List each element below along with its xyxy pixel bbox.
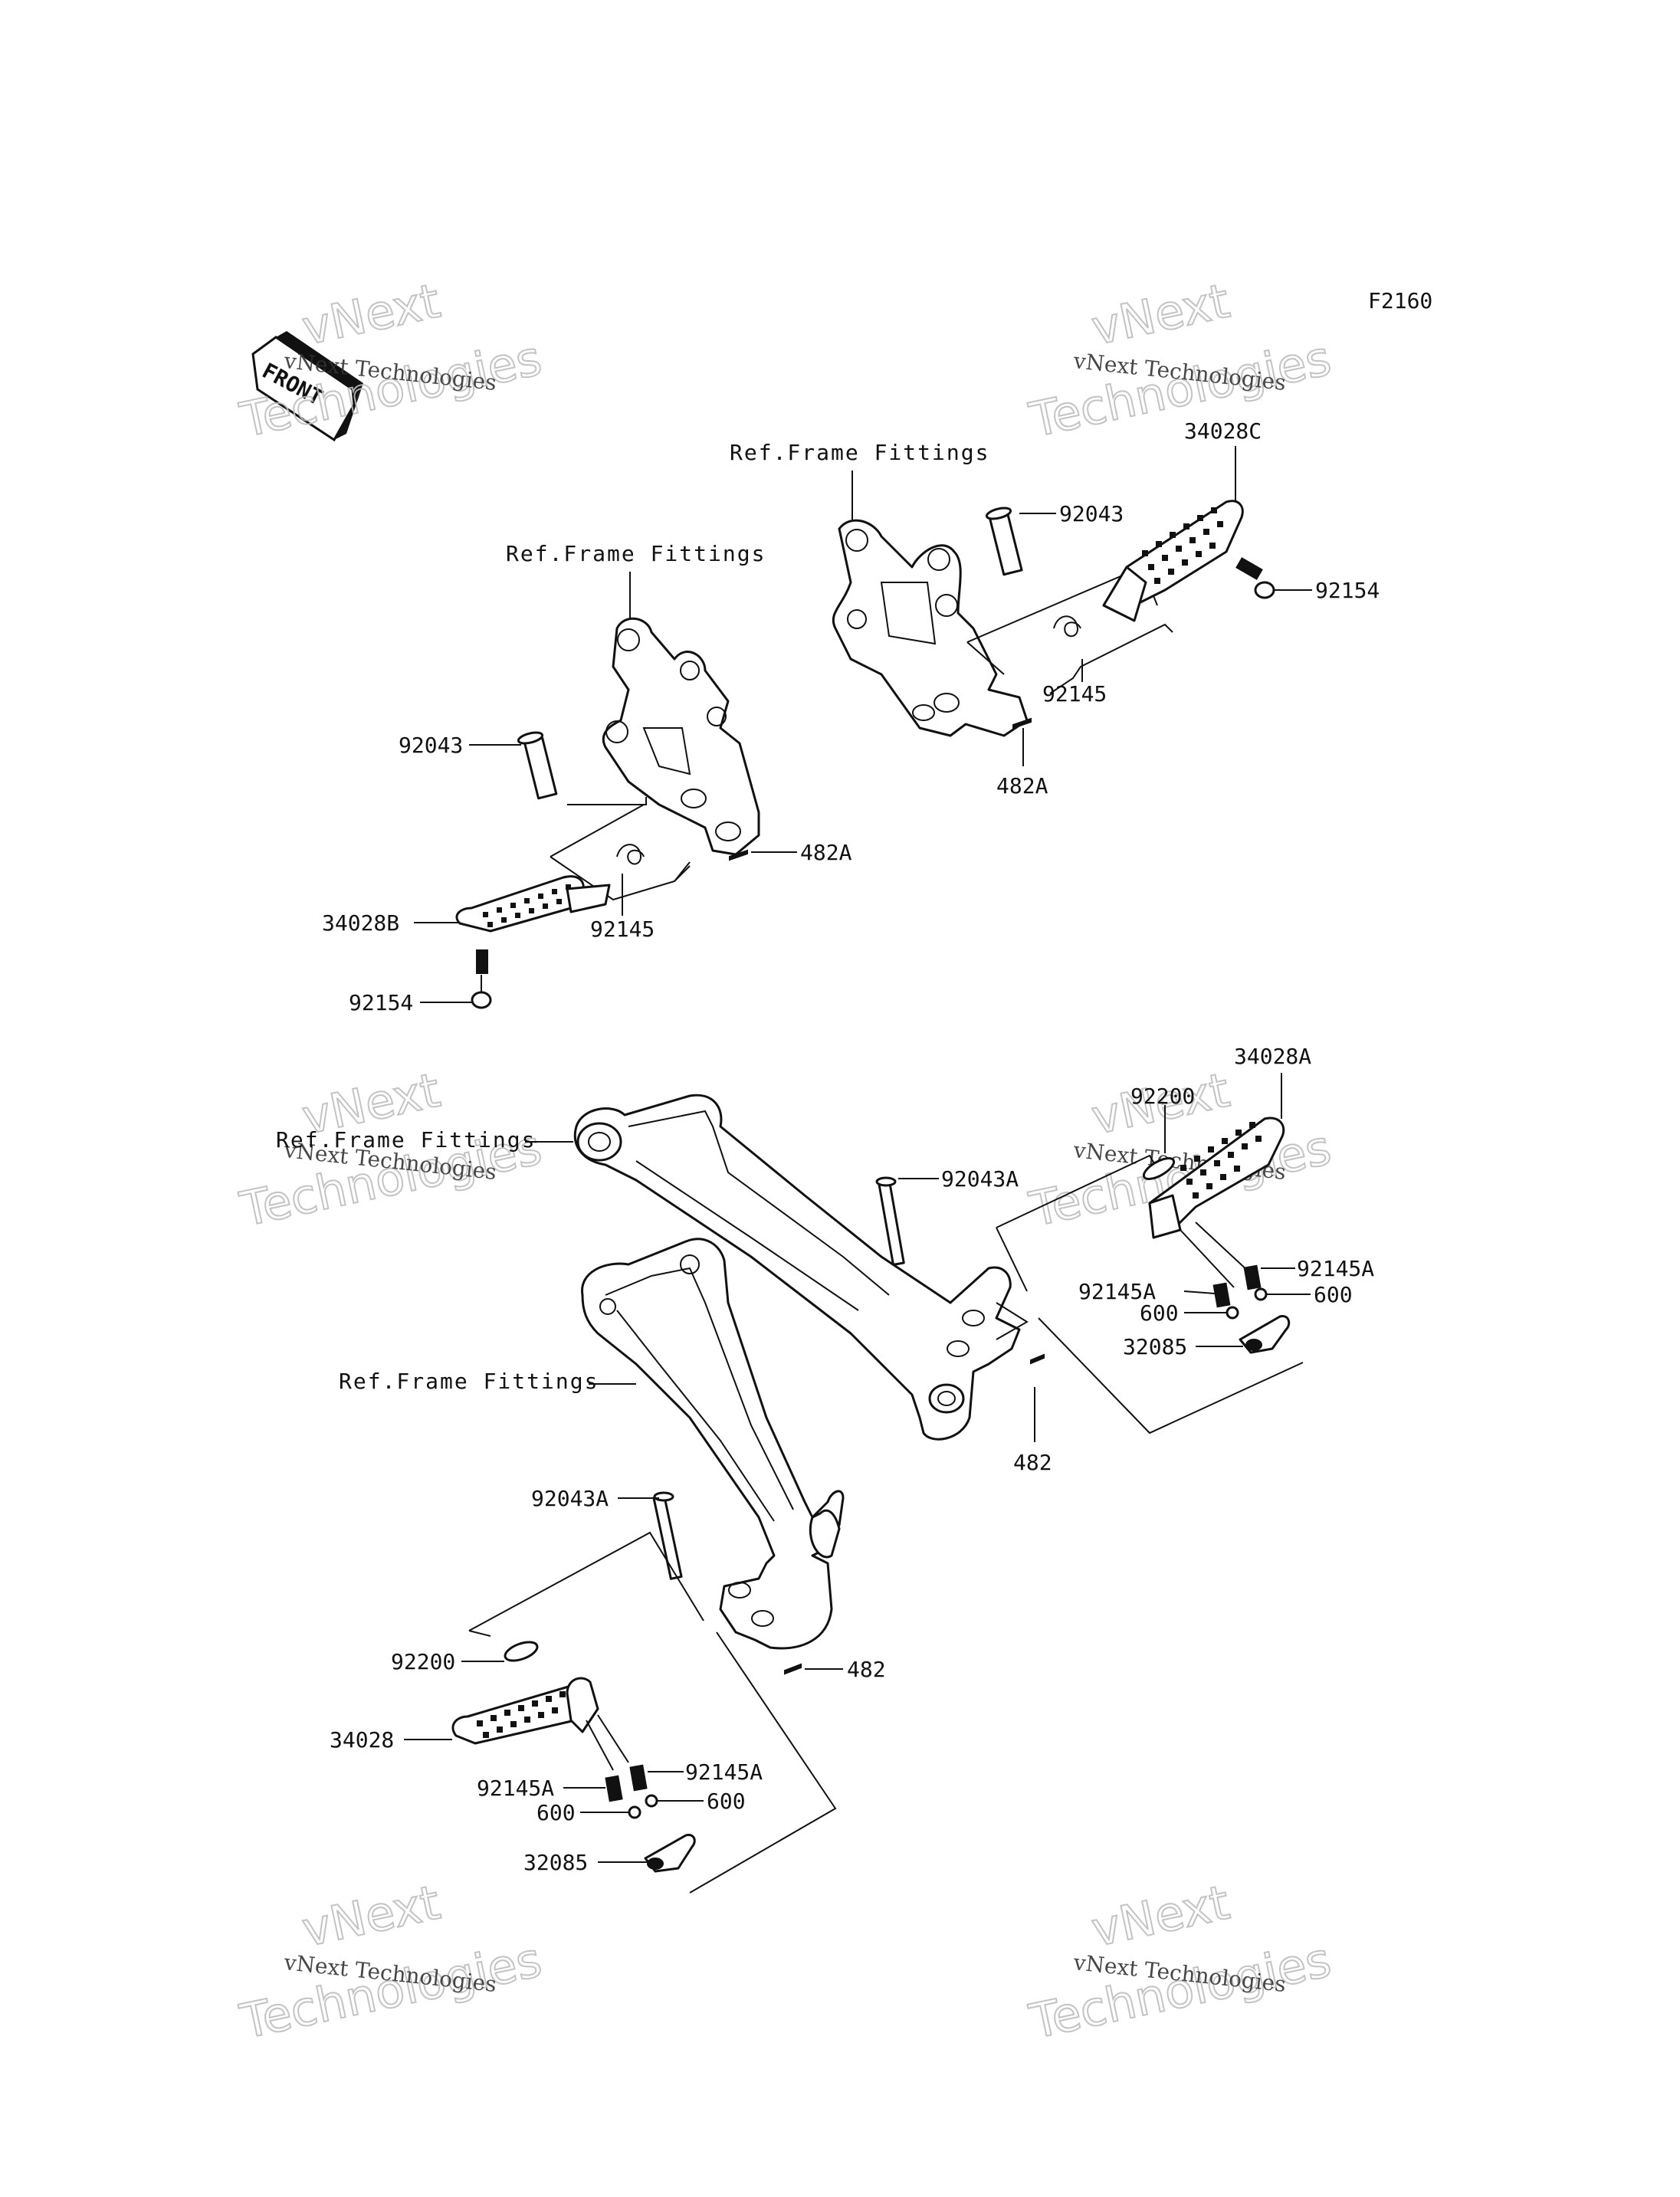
footpeg-bracket-top-right [832, 519, 1029, 737]
label-482A-top-right: 482A [996, 773, 1048, 798]
assembly-top-right: Ref.Frame Fittings 92043 [730, 418, 1380, 798]
spring-92145A-lower-2 [629, 1764, 648, 1792]
label-34028B: 34028B [322, 910, 399, 936]
label-92154-top-left: 92154 [349, 990, 413, 1015]
footpeg-34028C [1102, 500, 1244, 622]
assembly-lower: Ref.Frame Fittings 92043A 482 92200 [330, 1238, 886, 1894]
stopper-92154-top-left [471, 949, 492, 1009]
spring-92145A-middle-1 [1212, 1282, 1231, 1308]
ball-600-lower-1 [628, 1805, 641, 1819]
footpeg-bracket-top-left [602, 617, 760, 856]
label-600-lower-2: 600 [707, 1789, 746, 1814]
label-92154-top-right: 92154 [1315, 578, 1380, 603]
label-92145A-middle-1: 92145A [1078, 1279, 1156, 1304]
label-34028A: 34028A [1234, 1044, 1311, 1069]
pin-92043-top-left [517, 731, 558, 800]
watermark-bottom-right: vNext Technologies vNext Technologies [1024, 1874, 1337, 2051]
spring-92145-top-left [616, 844, 645, 865]
svg-text:vNext: vNext [297, 1874, 445, 1958]
stopper-92154-top-right [1235, 557, 1275, 599]
footpeg-34028B [455, 875, 611, 933]
watermark-bottom-left: vNext Technologies vNext Technologies [235, 1874, 547, 2051]
ref-frame-fittings-lower: Ref.Frame Fittings [339, 1369, 599, 1394]
svg-text:Technologies: Technologies [1025, 1931, 1336, 2049]
ball-600-middle-2 [1254, 1287, 1268, 1301]
ball-600-lower-2 [645, 1794, 658, 1808]
watermark-top-right: vNext Technologies vNext Technologies [1024, 272, 1337, 449]
svg-text:Technologies: Technologies [235, 1931, 546, 2049]
passenger-bracket-right [573, 1094, 1021, 1441]
label-32085-lower: 32085 [523, 1850, 588, 1875]
assembly-top-left: Ref.Frame Fittings 92043 92145 482A [322, 541, 852, 1015]
label-92145A-lower-2: 92145A [685, 1759, 763, 1785]
label-92043A-lower: 92043A [531, 1486, 609, 1511]
label-34028: 34028 [330, 1727, 394, 1753]
label-32085-middle: 32085 [1123, 1334, 1187, 1359]
label-34028C: 34028C [1184, 418, 1262, 444]
label-92043-top-left: 92043 [399, 733, 463, 758]
label-92145-top-left: 92145 [590, 917, 655, 942]
label-600-middle-1: 600 [1140, 1300, 1179, 1326]
footpeg-34028 [451, 1677, 629, 1771]
label-92145-top-right: 92145 [1042, 681, 1107, 707]
label-482-middle: 482 [1013, 1450, 1052, 1475]
pin-92043A-lower [652, 1491, 683, 1580]
ref-frame-fittings-middle: Ref.Frame Fittings [276, 1127, 536, 1153]
label-482A-top-left: 482A [800, 840, 852, 865]
spring-92145A-middle-2 [1243, 1264, 1262, 1290]
svg-text:vNext: vNext [297, 273, 445, 356]
spring-92145A-lower-1 [605, 1775, 623, 1802]
label-92200-middle: 92200 [1130, 1084, 1195, 1109]
svg-text:vNext: vNext [1087, 273, 1234, 356]
svg-text:vNext: vNext [1087, 1874, 1234, 1958]
spring-92145-top-right [1053, 615, 1081, 638]
label-92043-top-right: 92043 [1059, 501, 1124, 526]
label-600-lower-1: 600 [536, 1800, 576, 1825]
svg-text:Technologies: Technologies [1025, 330, 1336, 448]
label-92145A-lower-1: 92145A [477, 1776, 554, 1801]
label-92043A-middle: 92043A [941, 1166, 1019, 1192]
label-92145A-middle-2: 92145A [1297, 1256, 1374, 1281]
pin-92043-top-right [985, 507, 1023, 576]
pin-92043A-middle [875, 1176, 905, 1266]
passenger-bracket-left [581, 1238, 845, 1650]
assembly-middle: Ref.Frame Fittings 92043A 482 [276, 1044, 1374, 1475]
ball-600-middle-1 [1226, 1306, 1239, 1320]
footpeg-34028A [1148, 1117, 1285, 1288]
label-482-lower: 482 [847, 1657, 886, 1682]
label-92200-lower: 92200 [391, 1649, 455, 1674]
label-600-middle-2: 600 [1314, 1282, 1353, 1307]
washer-92200-lower [504, 1641, 539, 1662]
washer-92200-middle [1142, 1157, 1176, 1180]
ref-frame-fittings-top-left: Ref.Frame Fittings [506, 541, 766, 566]
diagram-code: F2160 [1368, 288, 1432, 313]
ref-frame-fittings-top-right: Ref.Frame Fittings [730, 440, 989, 465]
